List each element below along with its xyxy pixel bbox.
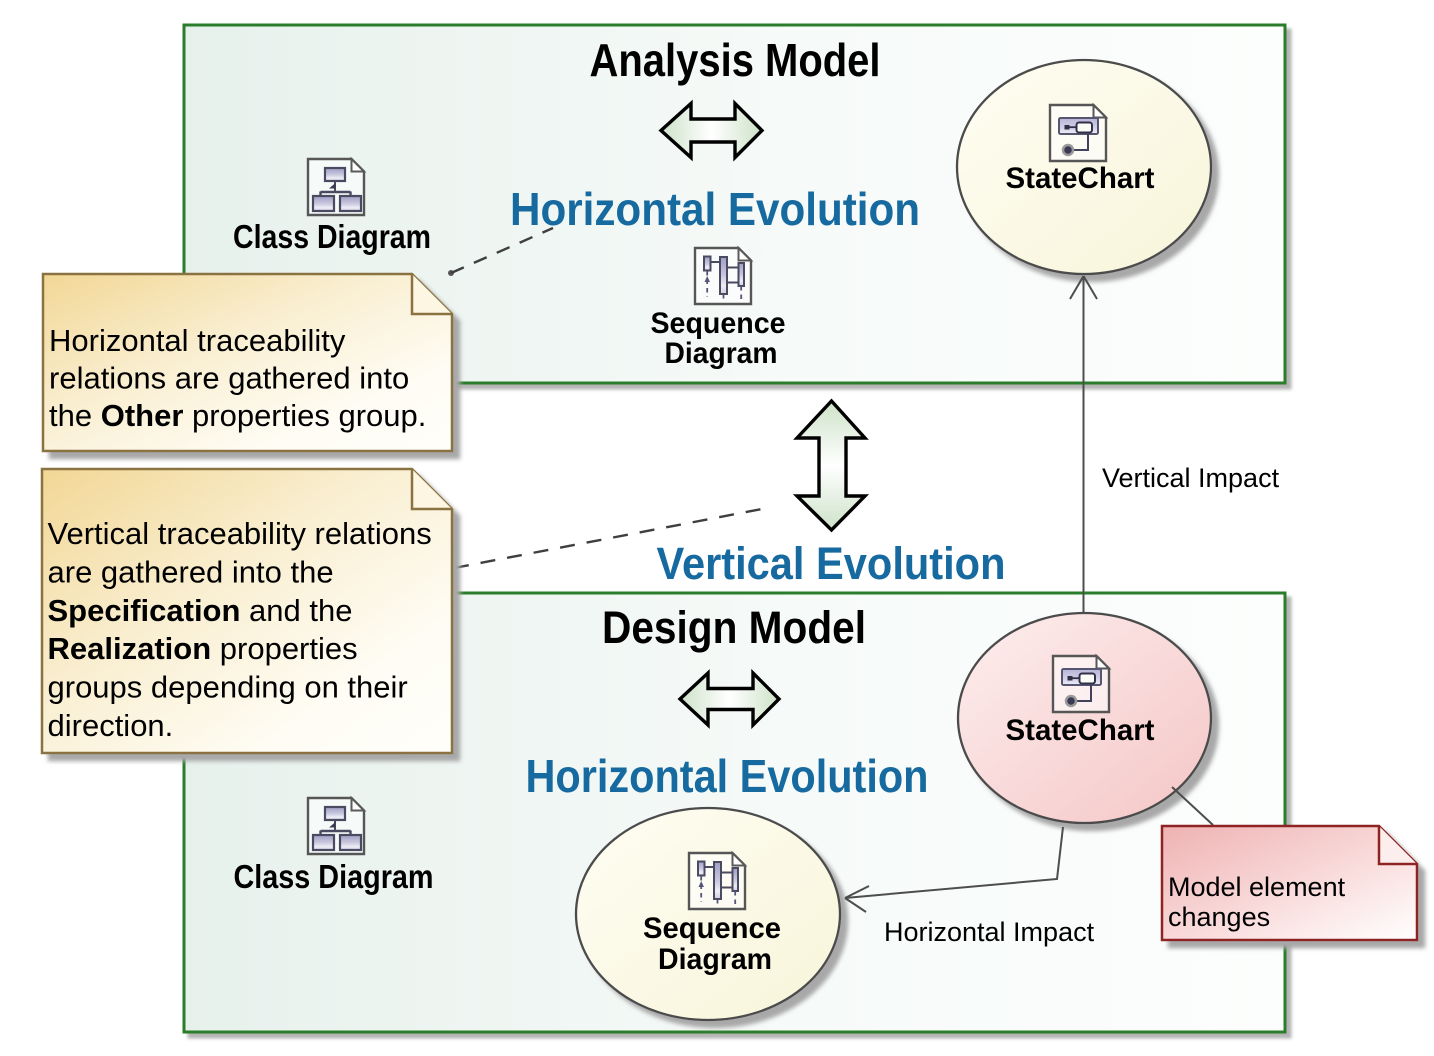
- svg-text:Design Model: Design Model: [602, 602, 866, 653]
- svg-text:direction.: direction.: [48, 708, 174, 743]
- svg-text:Sequence: Sequence: [651, 307, 786, 340]
- svg-text:Class Diagram: Class Diagram: [233, 218, 431, 255]
- svg-text:the Other properties group.: the Other properties group.: [49, 398, 426, 433]
- svg-text:Diagram: Diagram: [658, 943, 772, 976]
- svg-text:StateChart: StateChart: [1006, 714, 1155, 747]
- svg-text:Vertical Impact: Vertical Impact: [1102, 463, 1280, 493]
- svg-text:Specification and the: Specification and the: [48, 593, 353, 628]
- svg-text:Realization properties: Realization properties: [48, 631, 358, 666]
- svg-text:StateChart: StateChart: [1006, 162, 1155, 195]
- svg-text:Analysis Model: Analysis Model: [590, 34, 881, 86]
- svg-text:Vertical Evolution: Vertical Evolution: [657, 538, 1006, 589]
- svg-text:Horizontal Impact: Horizontal Impact: [884, 917, 1095, 947]
- svg-text:groups depending on their: groups depending on their: [48, 670, 408, 705]
- svg-text:Horizontal Evolution: Horizontal Evolution: [526, 750, 929, 802]
- svg-text:are gathered into the: are gathered into the: [48, 554, 334, 589]
- svg-text:changes: changes: [1168, 902, 1270, 932]
- svg-text:Horizontal Evolution: Horizontal Evolution: [510, 183, 920, 235]
- svg-text:Horizontal traceability: Horizontal traceability: [49, 323, 346, 358]
- svg-text:relations are gathered into: relations are gathered into: [49, 361, 409, 396]
- svg-text:Sequence: Sequence: [643, 912, 781, 945]
- svg-text:Diagram: Diagram: [665, 337, 778, 370]
- svg-text:Class Diagram: Class Diagram: [234, 858, 434, 895]
- svg-text:Model element: Model element: [1168, 872, 1346, 902]
- svg-text:Vertical traceability relation: Vertical traceability relations: [48, 516, 432, 551]
